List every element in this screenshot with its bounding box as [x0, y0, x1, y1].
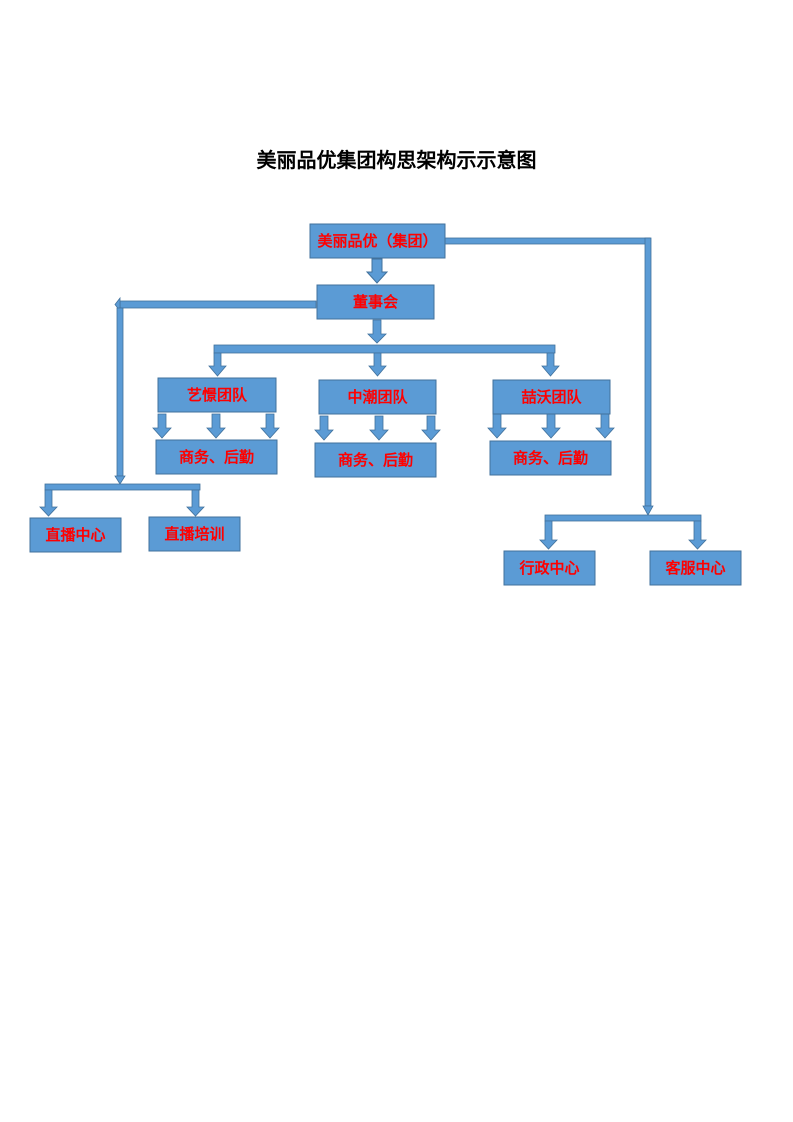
arrow-left-branch-down	[114, 475, 126, 485]
node-group: 美丽品优（集团）	[309, 223, 446, 259]
node-service-center-box	[649, 550, 742, 586]
arrow-to-team2	[368, 352, 387, 377]
node-live-training-label: 直播培训	[164, 525, 224, 543]
connector-board-left-v	[116, 307, 124, 477]
node-team3-label: 喆沃团队	[521, 388, 582, 406]
node-live-training-box	[148, 516, 241, 552]
connector-group-right-v	[644, 237, 652, 507]
connector-group-right-h	[444, 237, 651, 245]
arrow-team1-biz-b	[206, 413, 226, 439]
arrow-team1-biz-a	[152, 413, 172, 439]
node-biz1: 商务、后勤	[155, 439, 278, 475]
arrow-to-live-center	[39, 489, 58, 517]
arrow-to-live-training	[186, 489, 205, 517]
connector-right-bar	[544, 514, 702, 522]
node-biz1-label: 商务、后勤	[179, 448, 254, 466]
node-live-center-box	[29, 517, 122, 553]
arrow-right-branch-down	[642, 505, 654, 516]
node-admin-center-label: 行政中心	[518, 559, 579, 577]
node-team1-label: 艺憬团队	[187, 386, 248, 404]
node-team2: 中潮团队	[318, 379, 437, 415]
node-team3-box	[492, 379, 611, 415]
arrow-team3-biz-b	[541, 413, 561, 439]
node-admin-center-box	[503, 550, 596, 586]
node-biz2: 商务、后勤	[314, 442, 437, 478]
node-team2-label: 中潮团队	[347, 388, 408, 406]
node-biz2-label: 商务、后勤	[338, 451, 413, 469]
node-admin-center: 行政中心	[503, 550, 596, 586]
node-team1-box	[157, 377, 277, 413]
connector-teams-bar	[213, 344, 556, 354]
connector-board-left-h	[119, 300, 317, 309]
arrow-team3-biz-a	[487, 413, 507, 439]
arrow-board-down	[367, 319, 387, 344]
node-biz2-box	[314, 442, 437, 478]
node-board-label: 董事会	[353, 293, 398, 311]
arrow-team2-biz-b	[369, 415, 389, 441]
arrow-team3-biz-c	[595, 413, 615, 439]
arrow-to-service	[688, 520, 707, 550]
node-service-center: 客服中心	[649, 550, 742, 586]
diagram-title: 美丽品优集团构思架构示示意图	[256, 148, 537, 172]
node-live-center: 直播中心	[29, 517, 122, 553]
node-service-center-label: 客服中心	[664, 559, 725, 577]
arrow-group-to-board	[365, 258, 389, 284]
arrow-to-admin	[539, 520, 558, 550]
arrow-to-team3	[541, 352, 560, 377]
node-biz3-box	[489, 440, 612, 476]
node-board-box	[316, 284, 435, 320]
arrow-team2-biz-c	[421, 415, 441, 441]
node-board: 董事会	[316, 284, 435, 320]
node-biz1-box	[155, 439, 278, 475]
arrow-to-team1	[208, 352, 227, 377]
connectors	[39, 237, 707, 550]
node-biz3: 商务、后勤	[489, 440, 612, 476]
node-group-label: 美丽品优（集团）	[317, 232, 437, 250]
arrow-team2-biz-a	[314, 415, 334, 441]
node-group-box	[309, 223, 446, 259]
node-live-center-label: 直播中心	[45, 526, 105, 544]
node-team3: 喆沃团队	[492, 379, 611, 415]
connector-left-bar	[44, 483, 201, 491]
node-live-training: 直播培训	[148, 516, 241, 552]
node-team1: 艺憬团队	[157, 377, 277, 413]
arrow-team1-biz-c	[260, 413, 280, 439]
node-biz3-label: 商务、后勤	[513, 449, 588, 467]
node-team2-box	[318, 379, 437, 415]
